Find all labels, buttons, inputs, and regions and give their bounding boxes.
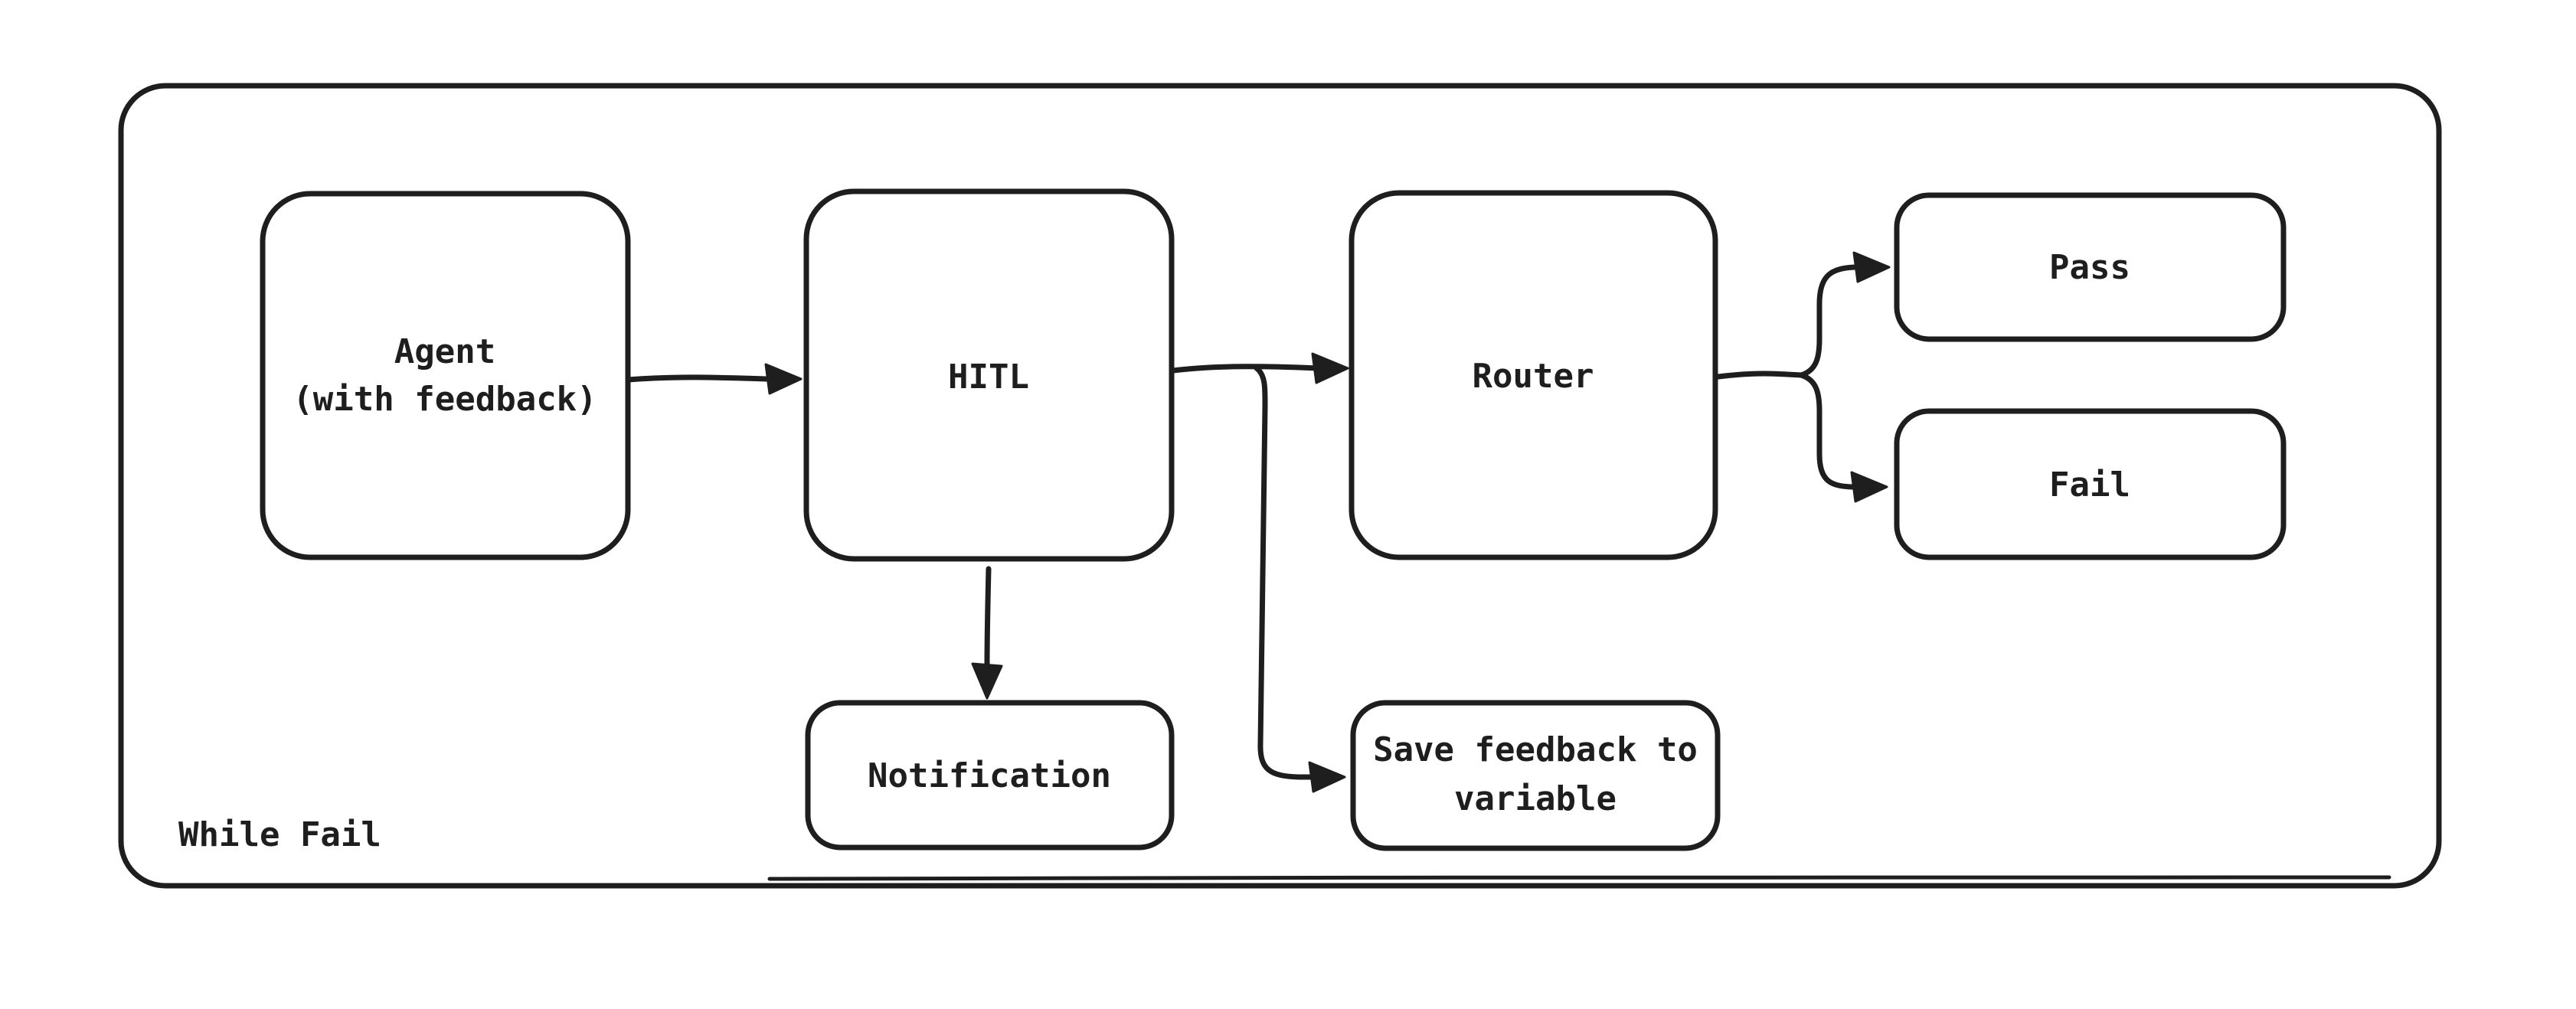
node-router: Router: [1348, 190, 1718, 560]
edge-router-pass: [1798, 251, 1891, 378]
node-pass: Pass: [1894, 192, 2287, 342]
edge-hitl-save-feedback-arrowhead: [1308, 761, 1346, 793]
node-save-feedback-label-line2: variable: [1454, 779, 1617, 818]
node-agent-label-line1: Agent: [394, 332, 495, 371]
node-agent-box: [260, 191, 631, 560]
node-notification-label: Notification: [868, 756, 1111, 795]
node-notification: Notification: [805, 700, 1175, 851]
edge-hitl-notification-line: [984, 566, 992, 668]
edge-hitl-router: [1170, 352, 1349, 384]
edge-hitl-router-line: [1170, 364, 1322, 374]
node-pass-box: [1894, 192, 2287, 342]
edge-agent-hitl: [625, 363, 803, 395]
node-agent-label-line2: (with feedback): [293, 380, 597, 419]
node-hitl-label: HITL: [948, 358, 1029, 397]
edge-router-fail: [1798, 372, 1888, 503]
node-fail: Fail: [1894, 408, 2287, 560]
node-agent: Agent (with feedback): [260, 191, 631, 560]
node-notification-box: [805, 700, 1175, 851]
edge-router-pass-arrowhead: [1852, 251, 1891, 283]
while-fail-container: [118, 83, 2442, 889]
edge-hitl-save-feedback: [1254, 365, 1346, 793]
edge-router-fail-line: [1798, 372, 1858, 490]
container-sketch-stroke: [767, 875, 2391, 881]
node-router-label: Router: [1473, 357, 1594, 396]
edge-hitl-save-feedback-line: [1254, 365, 1317, 780]
while-fail-container-group: While Fail: [118, 83, 2442, 889]
edge-agent-hitl-arrowhead: [764, 363, 803, 395]
node-save-feedback-box: [1350, 700, 1721, 851]
edge-hitl-router-arrowhead: [1311, 352, 1349, 384]
node-hitl: HITL: [803, 188, 1175, 562]
edge-router-pass-line: [1798, 264, 1862, 378]
node-router-box: [1348, 190, 1718, 560]
node-pass-label: Pass: [2049, 248, 2130, 287]
node-save-feedback: Save feedback to variable: [1350, 700, 1721, 851]
edge-agent-hitl-line: [625, 374, 770, 383]
edge-router-fail-arrowhead: [1850, 471, 1888, 503]
edge-router-fork-stub: [1715, 371, 1804, 380]
node-fail-box: [1894, 408, 2287, 560]
edge-hitl-notification: [971, 566, 1003, 700]
container-label: While Fail: [178, 815, 381, 854]
node-fail-label: Fail: [2049, 465, 2130, 504]
node-hitl-box: [803, 188, 1175, 562]
node-save-feedback-label-line1: Save feedback to: [1373, 730, 1698, 769]
edge-router-fork: [1715, 371, 1804, 380]
edge-hitl-notification-arrowhead: [971, 662, 1003, 700]
